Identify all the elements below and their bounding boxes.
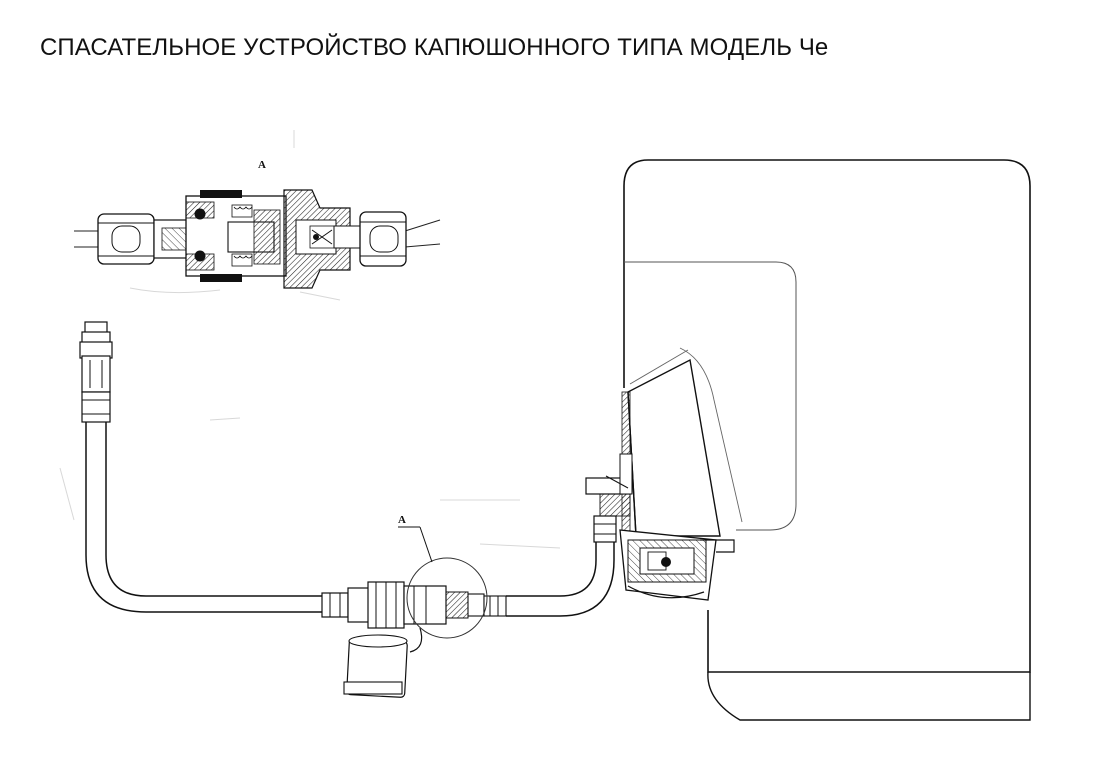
- detail-a-label: А: [258, 159, 266, 171]
- detail-a-view: А: [74, 159, 441, 289]
- detail-a-callout-label: А: [398, 514, 406, 526]
- mouthpiece-nipple: [79, 321, 113, 423]
- page-title: СПАСАТЕЛЬНОЕ УСТРОЙСТВО КАПЮШОННОГО ТИПА…: [40, 34, 829, 61]
- hood-outline: [623, 159, 1031, 721]
- background-ghost-lines: [59, 130, 561, 549]
- valve-housing: [585, 358, 735, 601]
- supply-hose: [506, 540, 597, 597]
- breathing-hose: [85, 422, 330, 613]
- quick-connect-coupling: [321, 581, 507, 629]
- detail-a-callout: А: [398, 514, 488, 639]
- dust-cap: [343, 627, 423, 698]
